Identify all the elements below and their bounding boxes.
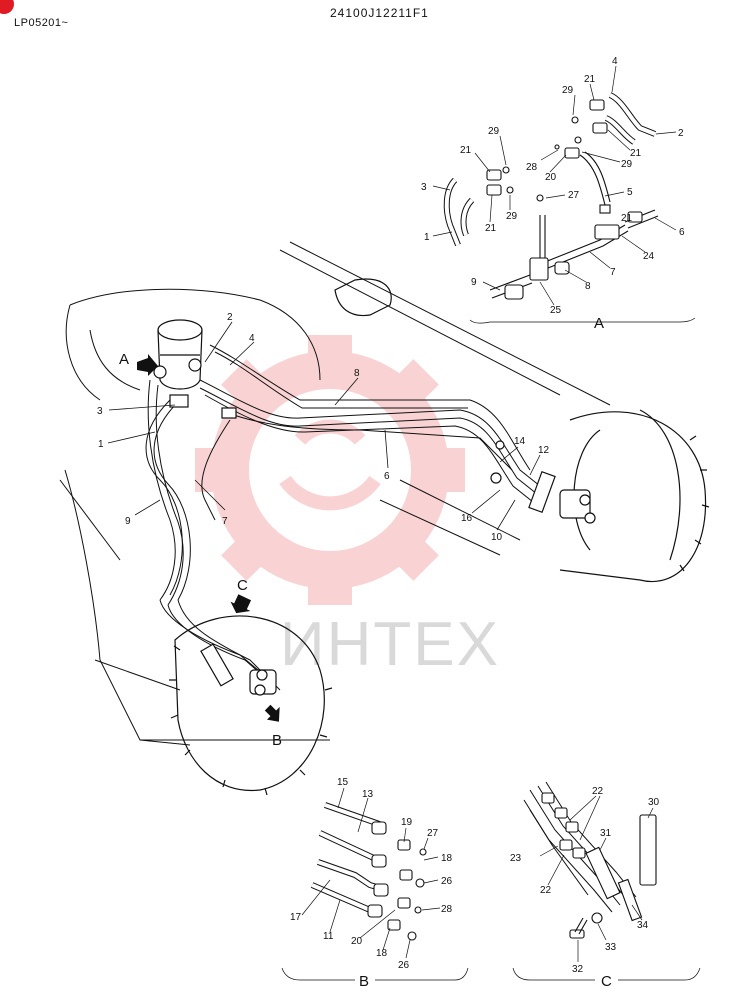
view-c-label: 33 xyxy=(605,942,617,953)
view-a-labels: 4 29 21 2 29 21 21 28 20 29 3 21 29 27 5… xyxy=(421,56,685,316)
red-corner-badge xyxy=(0,0,14,14)
main-label-3: 3 xyxy=(97,406,103,417)
view-a-label: 29 xyxy=(506,211,518,222)
drawing-code: 24100J12211F1 xyxy=(330,6,429,20)
view-a-label: 21 xyxy=(630,148,642,159)
view-c-fittings xyxy=(541,792,657,939)
view-a-label: 25 xyxy=(550,305,562,316)
view-c-label: 22 xyxy=(540,885,552,896)
view-b-title: B xyxy=(359,973,369,990)
view-a-label: 24 xyxy=(643,251,655,262)
view-a-label: 5 xyxy=(627,187,633,198)
view-c-leader-lines xyxy=(512,795,701,981)
watermark-text: ИНТЕХ xyxy=(280,610,500,679)
main-label-14: 14 xyxy=(514,436,526,447)
main-label-9: 9 xyxy=(125,516,131,527)
view-b-label: 18 xyxy=(376,948,388,959)
machine-body-outline xyxy=(59,241,611,746)
view-b-label: 15 xyxy=(337,777,349,788)
view-c-label: 34 xyxy=(637,920,649,931)
view-a-label: 29 xyxy=(562,85,574,96)
view-a-label: 6 xyxy=(679,227,685,238)
main-label-1: 1 xyxy=(98,439,104,450)
view-a-label: 21 xyxy=(485,223,497,234)
view-a-leader-lines xyxy=(432,65,696,324)
view-arrow-c-letter: C xyxy=(237,577,248,594)
view-c-label: 22 xyxy=(592,786,604,797)
view-b-labels: 15 13 19 27 18 26 17 28 11 20 18 26 xyxy=(290,777,453,971)
watermark-gear-icon xyxy=(195,335,465,605)
view-b-label: 26 xyxy=(441,876,453,887)
main-label-10: 10 xyxy=(491,532,503,543)
main-label-6: 6 xyxy=(384,471,390,482)
watermark: ИНТЕХ xyxy=(195,335,500,679)
view-c-label: 31 xyxy=(600,828,612,839)
view-arrow-c-icon xyxy=(230,594,252,614)
view-a-label: 4 xyxy=(612,56,618,67)
view-b-fittings xyxy=(367,821,427,941)
main-label-16: 16 xyxy=(461,513,473,524)
view-b-label: 26 xyxy=(398,960,410,971)
view-a-label: 21 xyxy=(584,74,596,85)
view-a-label: 1 xyxy=(424,232,430,243)
view-a-label: 29 xyxy=(621,159,633,170)
view-a-title: A xyxy=(594,315,604,332)
view-arrow-b-icon xyxy=(264,704,280,722)
view-c-label: 32 xyxy=(572,964,584,975)
view-a-label: 8 xyxy=(585,281,591,292)
main-part-labels: 2 4 8 3 1 9 7 6 14 12 16 10 xyxy=(97,312,550,543)
right-wheel xyxy=(559,409,710,583)
view-b-label: 18 xyxy=(441,853,453,864)
view-a-label: 21 xyxy=(460,145,472,156)
main-hose-bundle xyxy=(145,344,546,691)
main-clamps xyxy=(153,358,596,696)
view-b-label: 11 xyxy=(323,931,334,942)
view-b-label: 13 xyxy=(362,789,374,800)
view-c-title: C xyxy=(601,973,612,990)
view-b-label: 19 xyxy=(401,817,413,828)
view-a-label: 27 xyxy=(568,190,580,201)
view-b-label: 28 xyxy=(441,904,453,915)
view-c-bolt xyxy=(574,917,588,935)
main-label-7: 7 xyxy=(222,516,228,527)
view-a-label: 29 xyxy=(488,126,500,137)
view-a-fittings xyxy=(486,99,643,300)
view-b-label: 17 xyxy=(290,912,302,923)
view-a-label: 3 xyxy=(421,182,427,193)
main-label-8: 8 xyxy=(354,368,360,379)
view-a-label: 9 xyxy=(471,277,477,288)
view-a-label: 28 xyxy=(526,162,538,173)
view-c-label: 23 xyxy=(510,853,522,864)
view-arrows xyxy=(137,354,280,722)
view-a-label: 2 xyxy=(678,128,684,139)
main-leader-lines xyxy=(107,321,541,531)
view-arrow-b-letter: B xyxy=(272,732,282,749)
main-label-12: 12 xyxy=(538,445,550,456)
view-b-label: 27 xyxy=(427,828,439,839)
view-arrow-a-letter: A xyxy=(119,351,129,368)
view-c-label: 30 xyxy=(648,797,660,808)
view-a-label: 7 xyxy=(610,267,616,278)
main-label-4: 4 xyxy=(249,333,255,344)
main-label-2: 2 xyxy=(227,312,233,323)
view-b-label: 20 xyxy=(351,936,363,947)
view-b-leader-lines xyxy=(281,787,469,981)
left-wheel xyxy=(169,615,333,796)
view-arrow-a-icon xyxy=(137,354,158,376)
page-code: LP05201~ xyxy=(14,17,69,29)
view-c-labels: 22 30 31 23 22 34 33 32 xyxy=(510,786,660,975)
view-a-label: 20 xyxy=(545,172,557,183)
view-a-label: 21 xyxy=(621,213,633,224)
